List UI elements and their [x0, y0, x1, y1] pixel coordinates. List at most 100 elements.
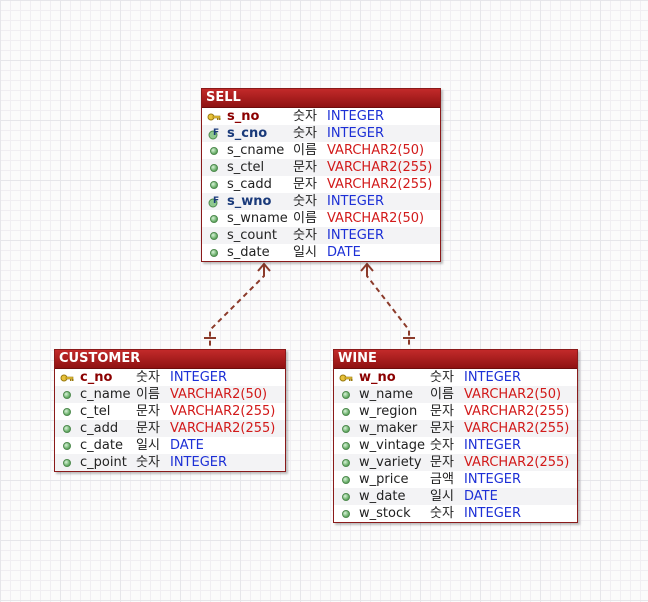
column-domain: 이름	[430, 387, 454, 402]
column-dot-icon	[207, 178, 221, 192]
column-row[interactable]: c_tel 문자 VARCHAR2(255)	[55, 403, 285, 420]
column-name: w_maker	[359, 421, 418, 436]
column-type: VARCHAR2(50)	[327, 143, 425, 158]
column-type: VARCHAR2(255)	[170, 421, 276, 436]
column-domain: 문자	[430, 455, 454, 470]
column-type: INTEGER	[327, 126, 385, 141]
entity-title: SELL	[202, 89, 440, 108]
column-type: INTEGER	[170, 370, 228, 385]
column-type: VARCHAR2(255)	[327, 160, 433, 175]
column-type: VARCHAR2(50)	[464, 387, 562, 402]
column-dot-icon	[339, 507, 353, 521]
column-name: s_wname	[227, 211, 288, 226]
column-type: INTEGER	[327, 194, 385, 209]
column-type: VARCHAR2(50)	[327, 211, 425, 226]
column-domain: 문자	[430, 404, 454, 419]
primary-key-icon	[60, 371, 74, 385]
column-type: INTEGER	[327, 228, 385, 243]
column-type: INTEGER	[464, 472, 522, 487]
column-dot-icon	[60, 405, 74, 419]
column-name: w_stock	[359, 506, 411, 521]
column-dot-icon	[207, 246, 221, 260]
column-name: s_cname	[227, 143, 285, 158]
column-row[interactable]: w_stock 숫자 INTEGER	[334, 505, 577, 522]
column-name: w_name	[359, 387, 413, 402]
column-dot-icon	[339, 388, 353, 402]
column-row[interactable]: w_region 문자 VARCHAR2(255)	[334, 403, 577, 420]
column-name: w_price	[359, 472, 409, 487]
column-domain: 이름	[136, 387, 160, 402]
column-name: s_count	[227, 228, 277, 243]
column-domain: 문자	[136, 404, 160, 419]
entity-title: CUSTOMER	[55, 350, 285, 369]
column-dot-icon	[339, 405, 353, 419]
column-domain: 숫자	[293, 126, 317, 141]
column-name: s_no	[227, 109, 260, 124]
column-domain: 일시	[136, 438, 160, 453]
column-domain: 숫자	[430, 438, 454, 453]
column-row[interactable]: s_no 숫자 INTEGER	[202, 108, 440, 125]
relationship-sell-wine[interactable]	[360, 262, 415, 348]
column-domain: 문자	[293, 177, 317, 192]
column-domain: 이름	[293, 211, 317, 226]
column-domain: 금액	[430, 472, 454, 487]
column-dot-icon	[60, 422, 74, 436]
column-domain: 일시	[293, 245, 317, 260]
column-dot-icon	[207, 144, 221, 158]
column-type: INTEGER	[464, 370, 522, 385]
column-type: INTEGER	[327, 109, 385, 124]
primary-key-icon	[207, 110, 221, 124]
column-type: INTEGER	[464, 506, 522, 521]
column-type: DATE	[464, 489, 498, 504]
column-dot-icon	[60, 388, 74, 402]
column-row[interactable]: w_price 금액 INTEGER	[334, 471, 577, 488]
column-domain: 숫자	[293, 109, 317, 124]
column-name: s_ctel	[227, 160, 265, 175]
column-type: VARCHAR2(255)	[327, 177, 433, 192]
column-row[interactable]: s_wname 이름 VARCHAR2(50)	[202, 210, 440, 227]
column-dot-icon	[339, 439, 353, 453]
column-domain: 숫자	[136, 370, 160, 385]
column-dot-icon	[207, 229, 221, 243]
column-name: c_name	[80, 387, 131, 402]
column-name: w_region	[359, 404, 418, 419]
column-dot-icon	[60, 439, 74, 453]
column-name: w_vintage	[359, 438, 425, 453]
column-name: w_no	[359, 370, 396, 385]
column-name: c_tel	[80, 404, 111, 419]
column-domain: 숫자	[430, 506, 454, 521]
foreign-key-icon: F	[207, 127, 221, 141]
column-type: DATE	[170, 438, 204, 453]
column-type: VARCHAR2(255)	[464, 404, 570, 419]
svg-text:F: F	[213, 196, 219, 206]
column-dot-icon	[207, 212, 221, 226]
relationship-sell-customer[interactable]	[204, 262, 271, 348]
foreign-key-icon: F	[207, 195, 221, 209]
column-row[interactable]: w_name 이름 VARCHAR2(50)	[334, 386, 577, 403]
column-dot-icon	[339, 456, 353, 470]
column-type: VARCHAR2(255)	[170, 404, 276, 419]
primary-key-icon	[339, 371, 353, 385]
column-domain: 숫자	[293, 194, 317, 209]
